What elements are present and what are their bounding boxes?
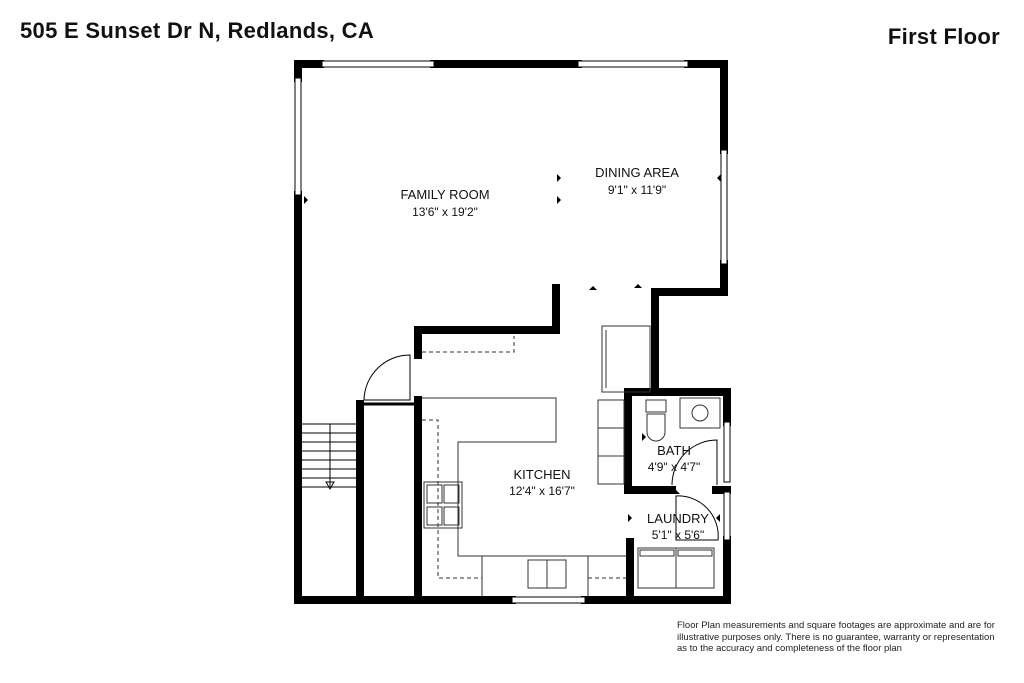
dimension-markers — [304, 174, 721, 522]
kitchen-dims: 12'4" x 16'7" — [509, 484, 575, 498]
kitchen-name: KITCHEN — [513, 467, 570, 482]
windows — [294, 60, 731, 604]
dining-area-name: DINING AREA — [595, 165, 679, 180]
disclaimer-line-2: illustrative purposes only. There is no … — [677, 631, 995, 643]
bath-dims: 4'9" x 4'7" — [648, 460, 700, 474]
bath-name: BATH — [657, 443, 691, 458]
laundry-name: LAUNDRY — [647, 511, 709, 526]
walls — [294, 60, 731, 604]
disclaimer: Floor Plan measurements and square foota… — [677, 620, 1017, 655]
family-room-dims: 13'6" x 19'2" — [412, 205, 478, 219]
floor-label: First Floor — [887, 24, 1000, 49]
dining-area-dims: 9'1" x 11'9" — [608, 183, 666, 197]
stairs — [302, 423, 358, 491]
laundry-dims: 5'1" x 5'6" — [652, 528, 704, 542]
doors — [363, 354, 719, 541]
disclaimer-line-3: as to the accuracy and completeness of t… — [677, 643, 902, 654]
kitchen-fixtures — [422, 325, 721, 596]
listing-address: 505 E Sunset Dr N, Redlands, CA — [20, 18, 375, 43]
disclaimer-line-1: Floor Plan measurements and square foota… — [677, 620, 995, 631]
family-room-name: FAMILY ROOM — [400, 187, 489, 202]
